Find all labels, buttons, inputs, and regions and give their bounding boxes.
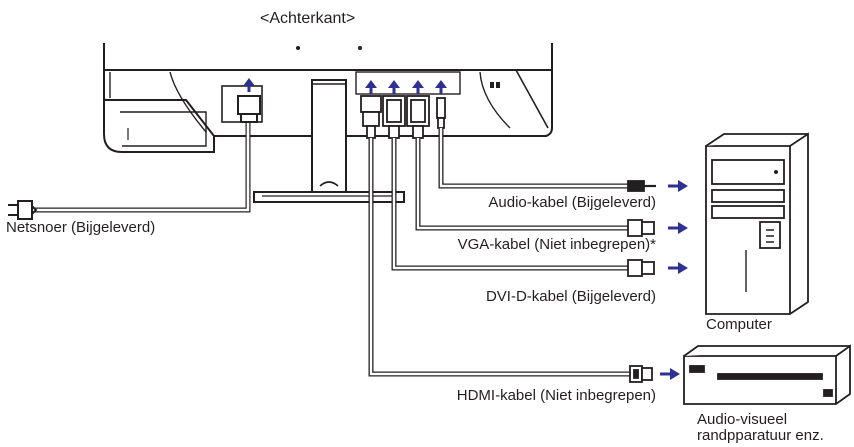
arrow-dvi-pc (668, 262, 688, 274)
arrow-vga-pc (668, 222, 688, 234)
hdmi-plug-av (629, 365, 653, 383)
dvi-cable-label: DVI-D-kabel (Bijgeleverd) (485, 288, 656, 305)
audio-cable-label: Audio-kabel (Bijgeleverd) (488, 194, 656, 211)
arrow-vga (412, 80, 424, 94)
diagram-title: <Achterkant> (260, 10, 356, 27)
signal-cables (368, 128, 632, 377)
arrow-audio-pc (668, 180, 688, 192)
audio-plug-pc (627, 180, 656, 192)
arrow-dvi (388, 80, 400, 94)
computer-icon (705, 132, 809, 315)
connector-heads (360, 95, 446, 139)
kensington-lock (490, 82, 500, 88)
power-plug (8, 200, 38, 220)
dvi-plug-pc (627, 259, 655, 277)
pc-connectors (627, 180, 656, 383)
vga-cable-label: VGA-kabel (Niet inbegrepen)* (457, 236, 656, 253)
power-cable (30, 95, 261, 213)
av-device-label-line1: Audio-visueel (697, 411, 788, 428)
vga-connector-monitor (406, 95, 430, 139)
monitor-stand (253, 79, 405, 203)
computer-label: Computer (706, 316, 772, 333)
arrow-power (243, 78, 255, 92)
av-device-icon (683, 344, 851, 405)
output-arrows (660, 180, 688, 380)
hdmi-connector-monitor (360, 95, 382, 139)
audio-jack-monitor (436, 97, 446, 129)
dvi-connector-monitor (382, 95, 406, 139)
av-device-label-line2: randpparatuur enz. (697, 427, 824, 444)
arrow-hdmi-av (660, 368, 680, 380)
arrow-audio (435, 80, 447, 94)
power-cord-label: Netsnoer (Bijgeleverd) (6, 219, 156, 236)
vga-plug-pc (627, 219, 655, 237)
input-arrows (243, 78, 447, 94)
arrow-hdmi (365, 80, 377, 94)
hdmi-cable-label: HDMI-kabel (Niet inbegrepen) (456, 387, 656, 404)
